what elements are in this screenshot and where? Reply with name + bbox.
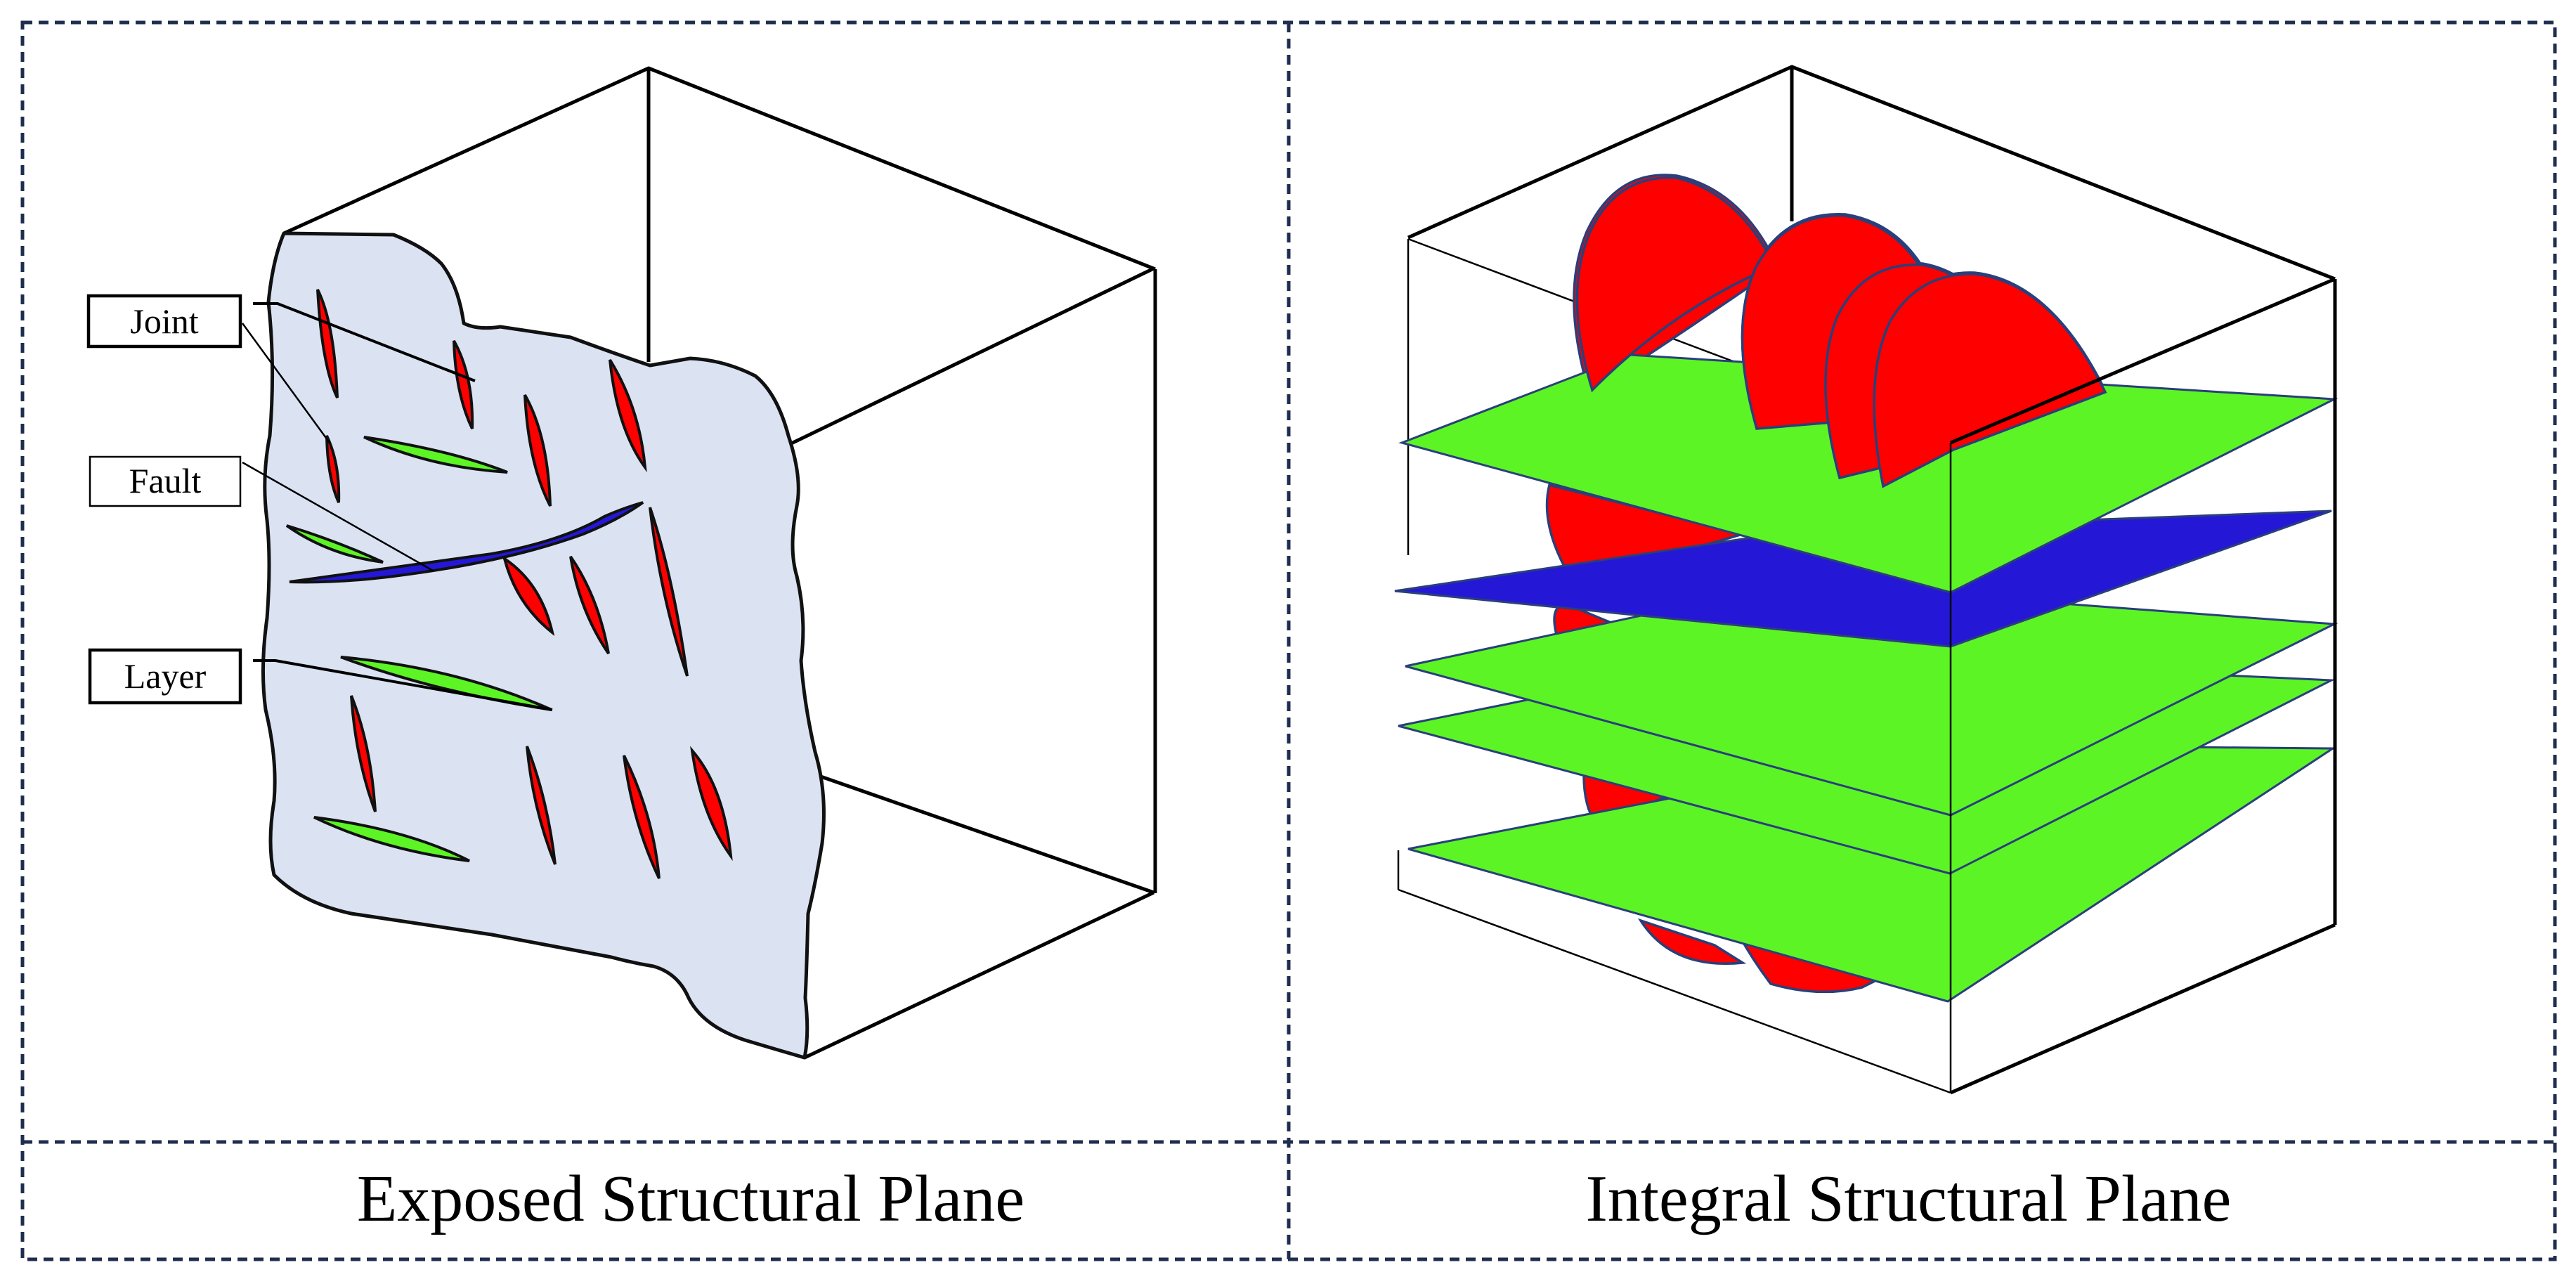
rock-mass-box <box>282 66 1157 1060</box>
joint-trace <box>316 289 339 398</box>
layer-label-text: Layer <box>124 656 207 696</box>
upper-disc-caps <box>1575 176 2107 488</box>
layer-trace <box>363 436 508 474</box>
joint-disc <box>1637 918 1747 965</box>
outcrop-surface <box>261 231 826 1060</box>
integral-structural-plane-caption: Integral Structural Plane <box>1586 1162 2232 1235</box>
joint-disc <box>1575 176 1776 393</box>
structural-planes <box>1394 353 2338 1003</box>
joint-trace <box>350 695 377 812</box>
joint-trace <box>569 555 610 655</box>
joint-label: Joint <box>86 294 242 349</box>
layer-trace <box>313 816 470 862</box>
box-front-edges <box>1397 277 2337 1095</box>
joint-trace <box>623 755 661 879</box>
layer-trace <box>285 524 384 564</box>
exposed-structural-plane-diagram: Joint Fault Layer <box>86 66 1157 1060</box>
fault-label-text: Fault <box>129 461 202 500</box>
joint-trace <box>609 358 647 473</box>
joint-trace <box>526 746 557 865</box>
joint-trace <box>502 555 555 637</box>
joint-trace <box>325 435 341 503</box>
joint-label-text: Joint <box>130 301 198 341</box>
figure-frame <box>20 20 2557 1261</box>
joints <box>316 289 733 879</box>
fault-label: Fault <box>89 455 242 507</box>
label-leaders <box>241 302 553 711</box>
joint-trace <box>523 394 552 507</box>
joint-disc <box>1873 273 2107 488</box>
joint-trace <box>690 746 733 862</box>
fault-trace <box>289 501 644 584</box>
fault-plane <box>1394 509 2332 648</box>
joint-trace <box>649 507 689 677</box>
layer-label: Layer <box>88 648 242 705</box>
joint-trace <box>453 340 474 429</box>
integral-structural-plane-diagram <box>1394 65 2338 1095</box>
exposed-structural-plane-caption: Exposed Structural Plane <box>357 1162 1024 1235</box>
